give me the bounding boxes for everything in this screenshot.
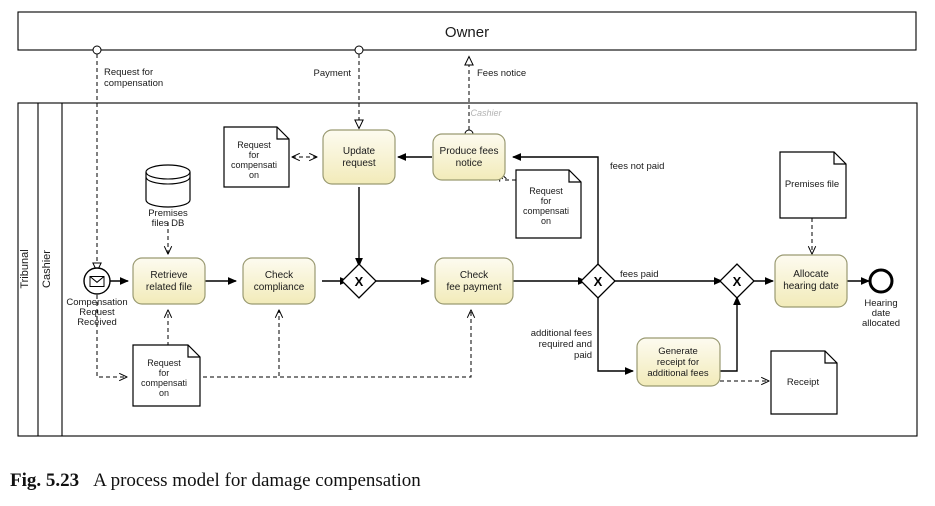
message-flow-payment-label: Payment: [314, 68, 352, 79]
task-allocate-hearing-date[interactable]: Allocate hearing date: [774, 254, 848, 308]
gateway-merge-before-allocate[interactable]: X: [719, 263, 755, 299]
start-event-label-1: Compensation: [66, 297, 127, 308]
task-check-compliance-label-1: Check: [265, 270, 294, 281]
doc-bottom-line-4: on: [159, 388, 169, 398]
event-compensation-request-received[interactable]: Compensation Request Received: [66, 267, 128, 328]
flow-gw2-fees-not-paid: [512, 153, 599, 269]
data-store-premises-files-db[interactable]: Premises files DB: [145, 164, 191, 229]
data-object-request-for-compensation-right[interactable]: Request for compensati on: [515, 169, 582, 239]
doc-top-line-3: compensati: [231, 160, 277, 170]
task-retrieve-label-1: Retrieve: [150, 270, 188, 281]
flow-label-additional-fees-1: additional fees: [531, 328, 593, 339]
gateway-merge-after-compliance[interactable]: X: [341, 263, 377, 299]
task-update-request-label-2: request: [342, 158, 376, 169]
task-generate-receipt-label-3: additional fees: [647, 368, 709, 379]
event-hearing-date-allocated[interactable]: Hearing date allocated: [862, 268, 900, 329]
task-update-request[interactable]: Update request: [322, 129, 396, 185]
data-object-request-for-compensation-top[interactable]: Request for compensati on: [223, 126, 290, 188]
flow-label-fees-not-paid: fees not paid: [610, 161, 664, 172]
gateway-merge-end-symbol: X: [733, 274, 742, 289]
doc-bottom-line-1: Request: [147, 358, 181, 368]
lane-cashier: Cashier Cashier: [41, 103, 503, 436]
pool-owner: Owner: [17, 11, 917, 51]
doc-bottom-line-2: for: [159, 368, 170, 378]
start-event-label-2: Request: [79, 307, 115, 318]
task-allocate-label-1: Allocate: [793, 269, 829, 280]
flow-label-additional-fees-2: required and: [539, 339, 592, 350]
gateway-merge-symbol: X: [355, 274, 364, 289]
task-update-request-label-1: Update: [343, 146, 376, 157]
lane-cashier-label: Cashier: [41, 250, 53, 288]
task-generate-receipt-label-1: Generate: [658, 346, 698, 357]
flow-label-fees-paid: fees paid: [620, 269, 659, 280]
doc-right-line-1: Request: [529, 186, 563, 196]
lane-cashier-watermark: Cashier: [470, 108, 502, 118]
flow-gw2-additional-fees: [597, 294, 634, 375]
task-check-fee-payment[interactable]: Check fee payment: [434, 257, 514, 305]
message-flow-request-label-1: Request for: [104, 67, 153, 78]
data-store-label-1: Premises: [148, 208, 188, 219]
task-check-compliance[interactable]: Check compliance: [242, 257, 316, 305]
task-generate-receipt-for-additional-fees[interactable]: Generate receipt for additional fees: [636, 337, 721, 387]
flow-receipt-task-to-gw3: [720, 296, 741, 372]
task-produce-fees-notice[interactable]: Produce fees notice: [432, 133, 506, 181]
message-flow-request-label-2: compensation: [104, 78, 163, 89]
end-event-label-2: date: [872, 308, 891, 319]
doc-top-line-4: on: [249, 170, 259, 180]
message-flow-request-for-compensation: Request for compensation: [92, 45, 163, 273]
gateway-fees-paid-symbol: X: [594, 274, 603, 289]
task-allocate-label-2: hearing date: [783, 281, 839, 292]
task-check-fee-label-1: Check: [460, 270, 489, 281]
doc-receipt-label: Receipt: [787, 377, 820, 388]
task-produce-fees-label-2: notice: [456, 158, 483, 169]
pool-owner-label: Owner: [445, 24, 489, 41]
doc-bottom-line-3: compensati: [141, 378, 187, 388]
task-check-fee-label-2: fee payment: [446, 282, 501, 293]
doc-right-line-3: compensati: [523, 206, 569, 216]
gateway-fees-paid[interactable]: X: [580, 263, 616, 299]
data-object-receipt[interactable]: Receipt: [770, 350, 838, 415]
data-associations: [96, 157, 812, 381]
end-event-label-3: allocated: [862, 318, 900, 329]
pool-tribunal-label: Tribunal: [19, 249, 31, 288]
assoc-doc-bottom-to-compliance: [203, 310, 279, 378]
data-store-label-2: files DB: [152, 218, 185, 229]
doc-right-line-2: for: [541, 196, 552, 206]
figure-caption: Fig. 5.23 A process model for damage comp…: [10, 470, 421, 492]
doc-premises-file-label: Premises file: [785, 179, 839, 190]
doc-top-line-1: Request: [237, 140, 271, 150]
assoc-start-to-doc-bottom: [96, 281, 127, 377]
flow-label-additional-fees-3: paid: [574, 350, 592, 361]
assoc-doc-bottom-to-checkfee: [203, 310, 471, 378]
data-object-request-for-compensation-bottom[interactable]: Request for compensati on: [132, 344, 201, 407]
task-retrieve-related-file[interactable]: Retrieve related file: [132, 257, 206, 305]
task-generate-receipt-label-2: receipt for: [657, 357, 699, 368]
figure-number: Fig. 5.23: [10, 470, 80, 491]
data-object-premises-file[interactable]: Premises file: [779, 151, 847, 219]
message-flow-fees-notice-label: Fees notice: [477, 68, 526, 79]
figure-caption-text: A process model for damage compensation: [93, 470, 421, 491]
doc-top-line-2: for: [249, 150, 260, 160]
message-flow-payment: Payment: [314, 45, 364, 130]
doc-right-line-4: on: [541, 216, 551, 226]
end-event-label-1: Hearing: [864, 298, 897, 309]
task-retrieve-label-2: related file: [146, 282, 193, 293]
task-produce-fees-label-1: Produce fees: [440, 146, 499, 157]
start-event-label-3: Received: [77, 317, 117, 328]
task-check-compliance-label-2: compliance: [254, 282, 305, 293]
